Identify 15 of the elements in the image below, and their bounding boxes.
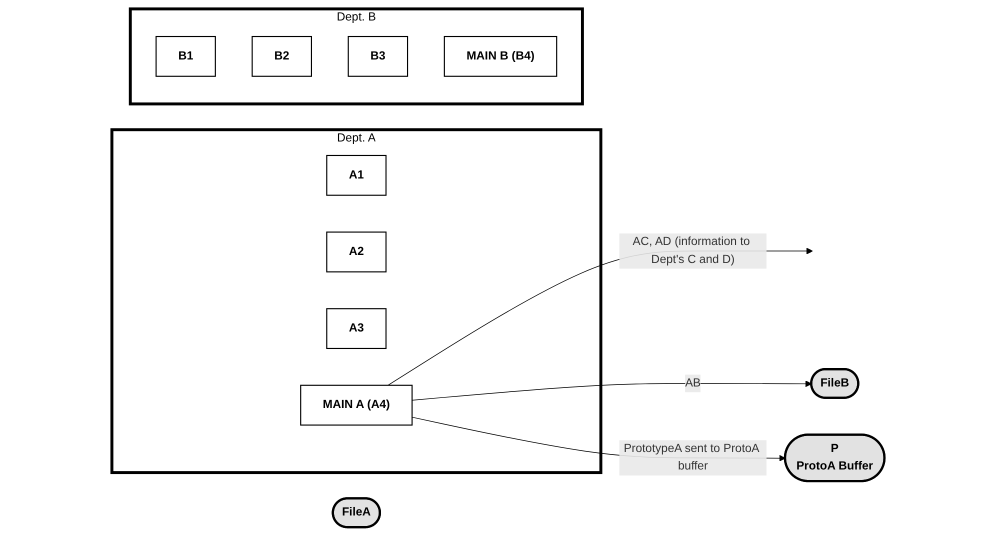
edge-label: PrototypeA sent to ProtoA buffer — [624, 442, 760, 472]
node-box — [326, 154, 387, 196]
edge-label: AC, AD (information to Dept's C and D) — [632, 235, 750, 266]
cluster — [129, 6, 584, 105]
node-box — [348, 35, 408, 76]
edge-label: AB — [685, 376, 702, 389]
node-box — [444, 35, 558, 76]
node-box — [252, 35, 312, 76]
arrow — [412, 380, 812, 400]
node-box — [300, 384, 413, 426]
node-box — [326, 308, 387, 349]
cluster — [110, 128, 603, 474]
diagram: Dept. A AC, AD (information to Dept's C and D) AB PrototypeA sent to ProtoA buffer Dept. B B1 B2 B3 MAIN B (B4) A1 A2 A3 MAIN A (A4) FileA FileB P ProtoA Buffer — [106, 2, 891, 532]
node-box — [156, 35, 216, 76]
node-box — [326, 231, 387, 272]
